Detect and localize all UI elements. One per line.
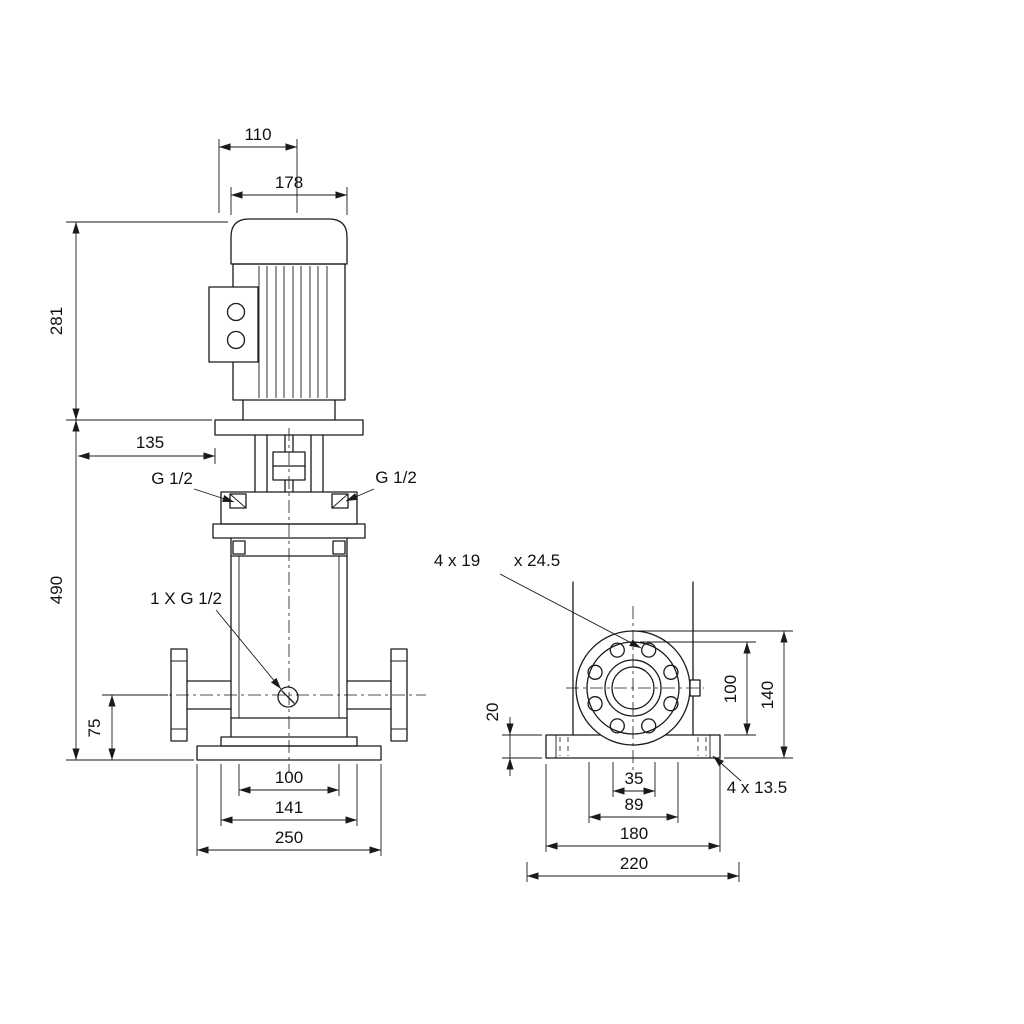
staybolt-nut (232, 540, 246, 555)
dim-label-100: 100 (275, 768, 303, 787)
bolt-hole (609, 642, 625, 658)
discharge-flange (346, 648, 408, 742)
dim-label-20: 20 (483, 703, 502, 722)
cable-entry-hole (226, 330, 246, 350)
dimensions-front: 110 178 281 490 135 (47, 125, 417, 856)
centerlines-side (566, 606, 704, 770)
dim-label-100-side: 100 (721, 675, 740, 703)
dim-bolt-span: 180 (545, 764, 721, 852)
dim-port-bore: 35 (612, 762, 656, 797)
plug-callout-left: G 1/2 (151, 469, 235, 503)
dim-motor-depth: 110 (218, 125, 298, 213)
dim-base-width-front: 250 (196, 764, 382, 856)
dim-label-250: 250 (275, 828, 303, 847)
plug-label-left: G 1/2 (151, 469, 193, 488)
plug-label-right: G 1/2 (375, 468, 417, 487)
dim-head-width: 135 (78, 433, 216, 464)
base-holes-label: 4 x 13.5 (727, 778, 788, 797)
cable-entry-hole (226, 302, 246, 322)
dim-raised-face: 89 (588, 762, 679, 823)
flange-depth-label: x 24.5 (514, 551, 560, 570)
chamber-stack (230, 537, 348, 738)
bolt-hole (663, 696, 679, 712)
front-view: 110 178 281 490 135 (47, 125, 426, 856)
vent-plug-right (331, 493, 349, 509)
dim-motor-width: 178 (230, 173, 348, 215)
drain-plug (277, 686, 299, 708)
drain-label: 1 X G 1/2 (150, 589, 222, 608)
dim-inner-width: 100 (238, 764, 340, 796)
pump-body-side (572, 581, 694, 736)
dim-label-35: 35 (625, 769, 644, 788)
dim-label-75: 75 (85, 719, 104, 738)
dim-label-220: 220 (620, 854, 648, 873)
callout-base-holes: 4 x 13.5 (712, 755, 788, 797)
staybolt-nut (332, 540, 346, 555)
centerlines-front (152, 428, 426, 772)
dim-label-89: 89 (625, 795, 644, 814)
dim-base-width-side: 220 (526, 854, 740, 882)
drain-callout: 1 X G 1/2 (150, 589, 282, 690)
dim-label-490: 490 (47, 576, 66, 604)
dim-pump-height: 490 (47, 420, 194, 761)
vent-plug-left (229, 493, 247, 509)
bolt-hole (641, 718, 657, 734)
callout-flange-holes: 4 x 19 x 24.5 (434, 551, 642, 649)
terminal-box (208, 286, 259, 363)
bolt-hole (587, 664, 603, 680)
plug-callout-right: G 1/2 (345, 468, 417, 502)
dim-label-135: 135 (136, 433, 164, 452)
dim-label-140: 140 (758, 681, 777, 709)
dimensions-side: 4 x 19 x 24.5 20 100 140 (434, 551, 793, 882)
dim-port-height: 75 (85, 694, 168, 760)
dim-motor-height: 281 (47, 221, 228, 421)
flange-holes-label: 4 x 19 (434, 551, 480, 570)
dim-label-281: 281 (47, 307, 66, 335)
dim-port-face-height: 100 (640, 641, 756, 736)
dim-label-141: 141 (275, 798, 303, 817)
bolt-hole (663, 664, 679, 680)
dim-flange-width: 141 (220, 764, 358, 826)
side-view: 4 x 19 x 24.5 20 100 140 (434, 551, 793, 882)
dim-label-110: 110 (244, 125, 271, 144)
dim-label-180: 180 (620, 824, 648, 843)
bolt-hole (641, 642, 657, 658)
dim-base-thickness: 20 (483, 703, 542, 776)
dim-flange-top-height: 140 (636, 630, 793, 759)
bolt-hole (609, 718, 625, 734)
dim-label-178: 178 (275, 173, 303, 192)
bolt-hole (587, 696, 603, 712)
